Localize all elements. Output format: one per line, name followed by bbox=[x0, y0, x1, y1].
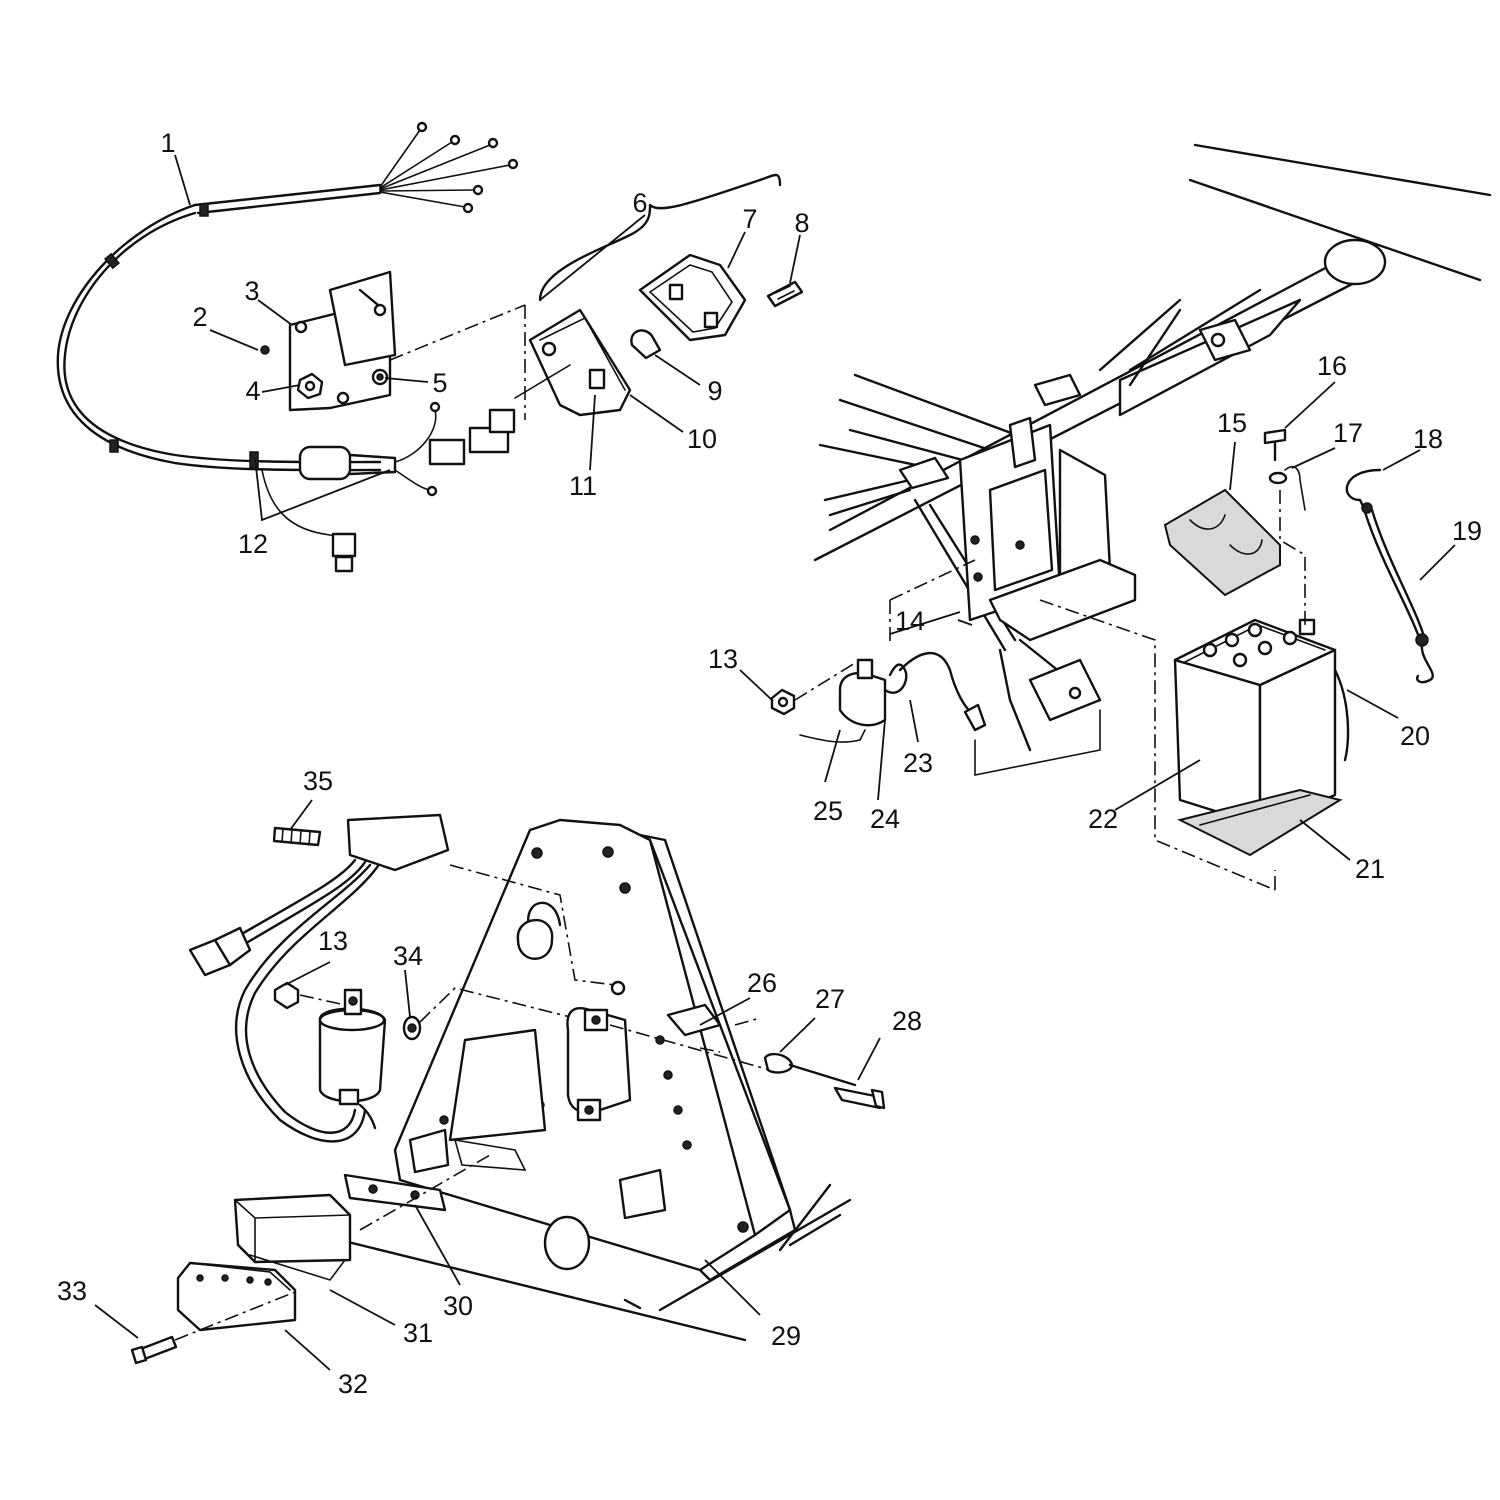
callout-15: 15 bbox=[1217, 408, 1247, 438]
license-bracket bbox=[260, 270, 526, 420]
callout-30: 30 bbox=[443, 1291, 473, 1321]
callout-24: 24 bbox=[870, 804, 900, 834]
callout-26: 26 bbox=[747, 968, 777, 998]
callout-12: 12 bbox=[238, 529, 268, 559]
starter-relay bbox=[770, 651, 987, 743]
wiring-harness bbox=[56, 121, 519, 573]
callout-16: 16 bbox=[1317, 351, 1347, 381]
battery-strap bbox=[1345, 468, 1434, 684]
tail-light-assembly bbox=[514, 173, 804, 417]
callout-4: 4 bbox=[245, 376, 260, 406]
callout-10: 10 bbox=[687, 424, 717, 454]
callout-35: 35 bbox=[303, 766, 333, 796]
battery-terminal-hardware bbox=[1263, 428, 1306, 625]
callout-27: 27 bbox=[815, 984, 845, 1014]
callout-28: 28 bbox=[892, 1006, 922, 1036]
callout-13-upper: 13 bbox=[708, 644, 738, 674]
cdi-module bbox=[188, 813, 616, 1143]
callout-34: 34 bbox=[393, 941, 423, 971]
fuse-box-assembly bbox=[130, 1154, 491, 1365]
callout-18: 18 bbox=[1413, 424, 1443, 454]
leader-lines bbox=[94, 154, 1456, 1371]
callout-20: 20 bbox=[1400, 721, 1430, 751]
callout-21: 21 bbox=[1355, 854, 1385, 884]
battery-holder bbox=[889, 416, 1276, 891]
battery-pad bbox=[1163, 488, 1281, 597]
frame bbox=[813, 143, 1492, 752]
callout-33: 33 bbox=[57, 1276, 87, 1306]
battery bbox=[1173, 618, 1350, 857]
callout-25: 25 bbox=[813, 796, 843, 826]
callout-17: 17 bbox=[1333, 418, 1363, 448]
callout-7: 7 bbox=[742, 204, 757, 234]
callout-14: 14 bbox=[895, 606, 925, 636]
callout-23: 23 bbox=[903, 748, 933, 778]
callout-9: 9 bbox=[707, 376, 722, 406]
callout-22: 22 bbox=[1088, 804, 1118, 834]
callout-13-lower: 13 bbox=[318, 926, 348, 956]
callout-31: 31 bbox=[403, 1318, 433, 1348]
voltage-regulator bbox=[566, 1003, 886, 1122]
callout-19: 19 bbox=[1452, 516, 1482, 546]
callout-labels: 1 2 3 4 5 6 7 8 9 10 11 12 13 14 15 16 1… bbox=[57, 128, 1482, 1399]
callout-11: 11 bbox=[569, 471, 597, 501]
callout-3: 3 bbox=[244, 276, 259, 306]
callout-2: 2 bbox=[192, 302, 207, 332]
callout-1: 1 bbox=[160, 128, 175, 158]
callout-5: 5 bbox=[432, 368, 447, 398]
ignition-coil bbox=[273, 981, 591, 1130]
callout-32: 32 bbox=[338, 1369, 368, 1399]
callout-29: 29 bbox=[771, 1321, 801, 1351]
callout-6: 6 bbox=[632, 188, 647, 218]
callout-8: 8 bbox=[794, 208, 809, 238]
